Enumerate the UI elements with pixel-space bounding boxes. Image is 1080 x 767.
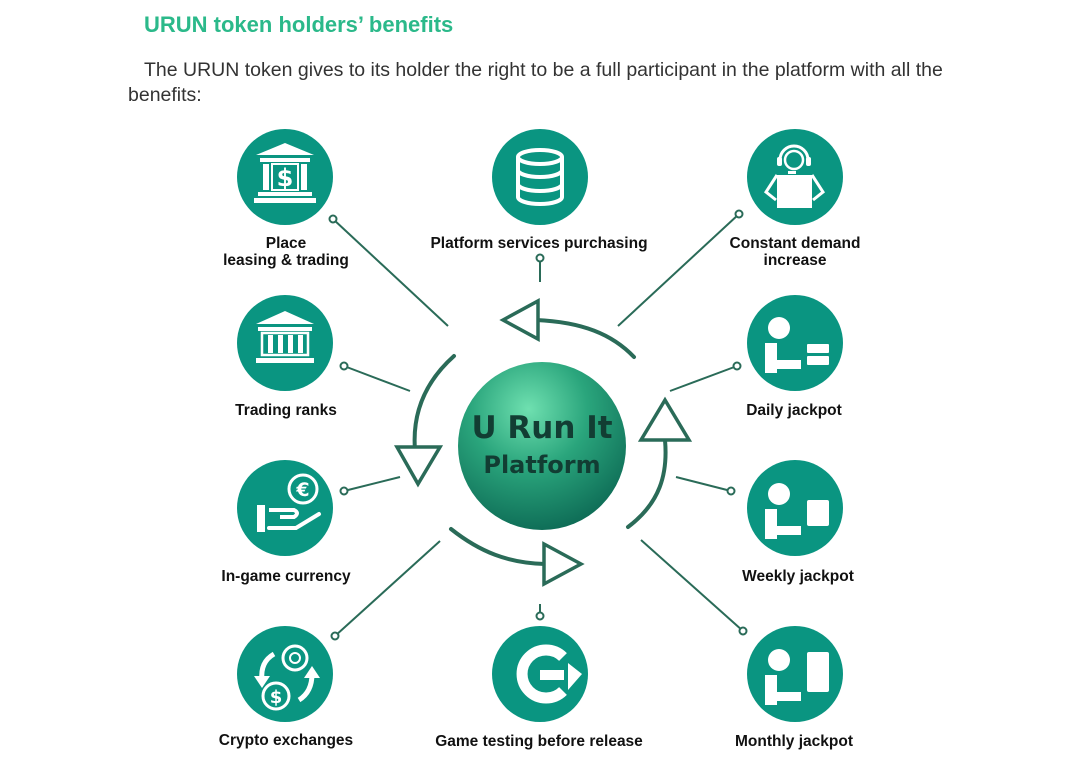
- arrow-head-left: [393, 445, 444, 488]
- center-title-line2: Platform: [483, 451, 600, 479]
- arrow-head-right: [637, 396, 693, 442]
- label-crypto-exchanges: Crypto exchanges: [218, 732, 354, 749]
- svg-text:€: €: [295, 479, 309, 501]
- person-receiving-icon: [765, 317, 829, 373]
- label-constant-demand-line2: increase: [763, 252, 827, 269]
- label-constant-demand-line1: Constant demand: [729, 235, 861, 252]
- label-in-game-currency: In-game currency: [221, 568, 351, 585]
- daily-jackpot-circle: [747, 295, 843, 391]
- person-receiving-icon: [765, 649, 829, 705]
- svg-text:$: $: [277, 164, 294, 192]
- platform-sphere: [458, 362, 626, 530]
- intro-paragraph: The URUN token gives to its holder the r…: [128, 59, 943, 106]
- svg-text:$: $: [270, 687, 283, 708]
- label-trading-ranks: Trading ranks: [235, 402, 337, 419]
- label-place-leasing-line2: leasing & trading: [223, 252, 349, 269]
- label-constant-demand: Constant demand increase: [715, 235, 875, 269]
- support-agent-icon: [764, 144, 825, 208]
- label-place-leasing-line1: Place: [265, 235, 307, 252]
- center-title-line1: U Run It: [471, 410, 612, 446]
- person-receiving-icon: [765, 483, 829, 539]
- arrow-head-bottom: [542, 541, 585, 587]
- arrow-head-top: [499, 298, 540, 342]
- bank-icon: [256, 311, 314, 363]
- bank-dollar-icon: $: [254, 143, 316, 203]
- label-daily-jackpot: Daily jackpot: [746, 402, 842, 419]
- section-heading: URUN token holders’ benefits: [144, 12, 454, 37]
- label-place-leasing: Place leasing & trading: [206, 235, 366, 269]
- crypto-exchanges-circle: [237, 626, 333, 722]
- euro-hand-icon: €: [257, 473, 321, 532]
- label-monthly-jackpot: Monthly jackpot: [735, 733, 853, 750]
- cycle-arrows: [412, 318, 668, 566]
- connector-lines: [328, 209, 748, 641]
- label-game-testing: Game testing before release: [435, 733, 643, 750]
- g-logo-icon: [516, 644, 582, 704]
- database-icon: [516, 148, 564, 206]
- label-platform-services: Platform services purchasing: [430, 235, 648, 252]
- trading-ranks-circle: [237, 295, 333, 391]
- label-weekly-jackpot: Weekly jackpot: [742, 568, 854, 585]
- currency-exchange-icon: $: [254, 644, 320, 711]
